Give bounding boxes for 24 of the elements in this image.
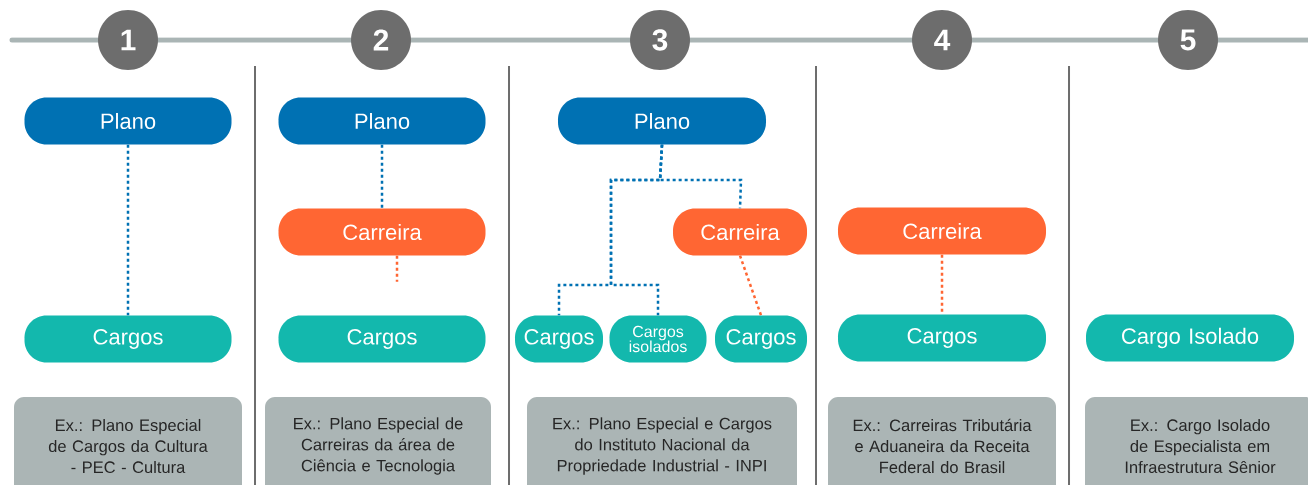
example-box: Ex.: Plano Especial de Cargos da Cultura - PEC - Cultura: [14, 397, 242, 485]
career-box: Carreira: [838, 207, 1046, 255]
connector-line: [395, 255, 399, 282]
connector-line: [940, 254, 944, 315]
plan-box: Plano: [24, 97, 232, 145]
example-box: Ex.: Plano Especial de Carreiras da área de Ciência e Tecnologia: [265, 397, 491, 485]
example-box: Ex.: Carreiras Tributária e Aduaneira da Receita Federal do Brasil: [828, 397, 1056, 485]
connector-line: [738, 255, 763, 316]
example-box: Ex.: Cargo Isolado de Especialista em Infraestrutura Sênior: [1085, 397, 1308, 485]
position-box: Cargo Isolado: [1086, 314, 1294, 362]
position-box: Cargos: [278, 315, 486, 363]
career-box: Carreira: [278, 208, 486, 256]
connector-line: [380, 144, 384, 209]
plan-box: Plano: [558, 97, 766, 145]
connector-line: [609, 144, 664, 316]
connector-line: [126, 144, 130, 316]
position-box: Cargos isolados: [609, 315, 707, 363]
plan-box: Plano: [278, 97, 486, 145]
position-box: Cargos: [838, 314, 1046, 362]
career-box: Carreira: [673, 208, 807, 256]
position-box: Cargos: [715, 315, 807, 363]
position-box: Cargos: [515, 315, 603, 363]
example-box: Ex.: Plano Especial e Cargos do Instituto Nacional da Propriedade Industrial - INPI: [527, 397, 797, 485]
position-box: Cargos: [24, 315, 232, 363]
